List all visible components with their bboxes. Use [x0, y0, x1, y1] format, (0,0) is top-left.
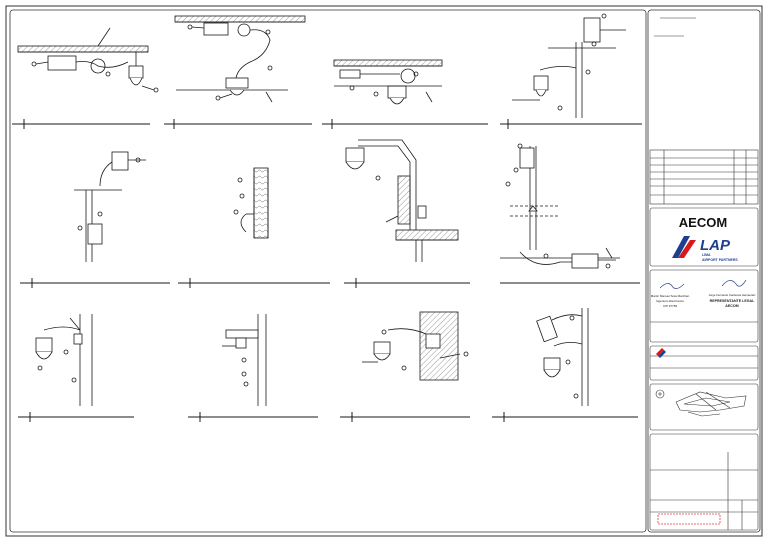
detail-1-ceiling-dome-camera — [12, 27, 159, 129]
drawing-area-frame — [9, 9, 647, 533]
detail-10-side-bracket — [188, 314, 318, 422]
detail-9-pole-bracket-dome — [18, 314, 134, 422]
company-logo-aecom: AECOM — [679, 215, 727, 230]
signature-left-id: CIP 97783 — [663, 304, 677, 308]
revision-table — [649, 149, 759, 205]
detail-7-arm-bracket-dome — [344, 139, 470, 288]
signature-left: Martin Manuel Sota Marchan Ingeniero Ele… — [651, 283, 690, 308]
title-block-frame — [647, 9, 761, 533]
signature-right-role: REPRESENTANTE LEGAL — [710, 299, 755, 303]
approval-stamp — [657, 513, 721, 525]
signature-left-role: Ingeniero Electronico — [656, 299, 685, 303]
detail-6-wood-wall-camera — [178, 167, 330, 288]
signature-right-name: Jorge Fernando Cardenas Hernandez — [708, 293, 756, 297]
detail-5-wall-box-camera — [20, 151, 170, 288]
detail-12-pole-dual-camera — [492, 308, 638, 422]
sheet-frame — [5, 5, 763, 537]
detail-3-slab-dome-camera — [322, 59, 488, 129]
client-tagline-airport-partners: AIRPORT PARTNERS — [702, 258, 738, 262]
detail-4-pole-bracket-camera — [500, 13, 642, 129]
title-block — [649, 17, 759, 531]
signature-right: Jorge Fernando Cardenas Hernandez REPRES… — [708, 279, 756, 308]
detail-2-ceiling-junction-box — [164, 15, 312, 129]
detail-11-panel-plate-mount — [340, 311, 470, 422]
signature-right-company: AECOM — [725, 304, 738, 308]
client-logo-lap-text: LAP — [700, 237, 731, 254]
client-logo-lap: LAP LIMA AIRPORT PARTNERS — [672, 236, 738, 262]
client-tagline-lima: LIMA — [702, 253, 711, 257]
key-plan-map — [655, 389, 747, 417]
small-brand-mark — [656, 348, 666, 358]
detail-8-pole-box-base — [500, 143, 640, 284]
signature-left-name: Martin Manuel Sota Marchan — [651, 294, 690, 298]
